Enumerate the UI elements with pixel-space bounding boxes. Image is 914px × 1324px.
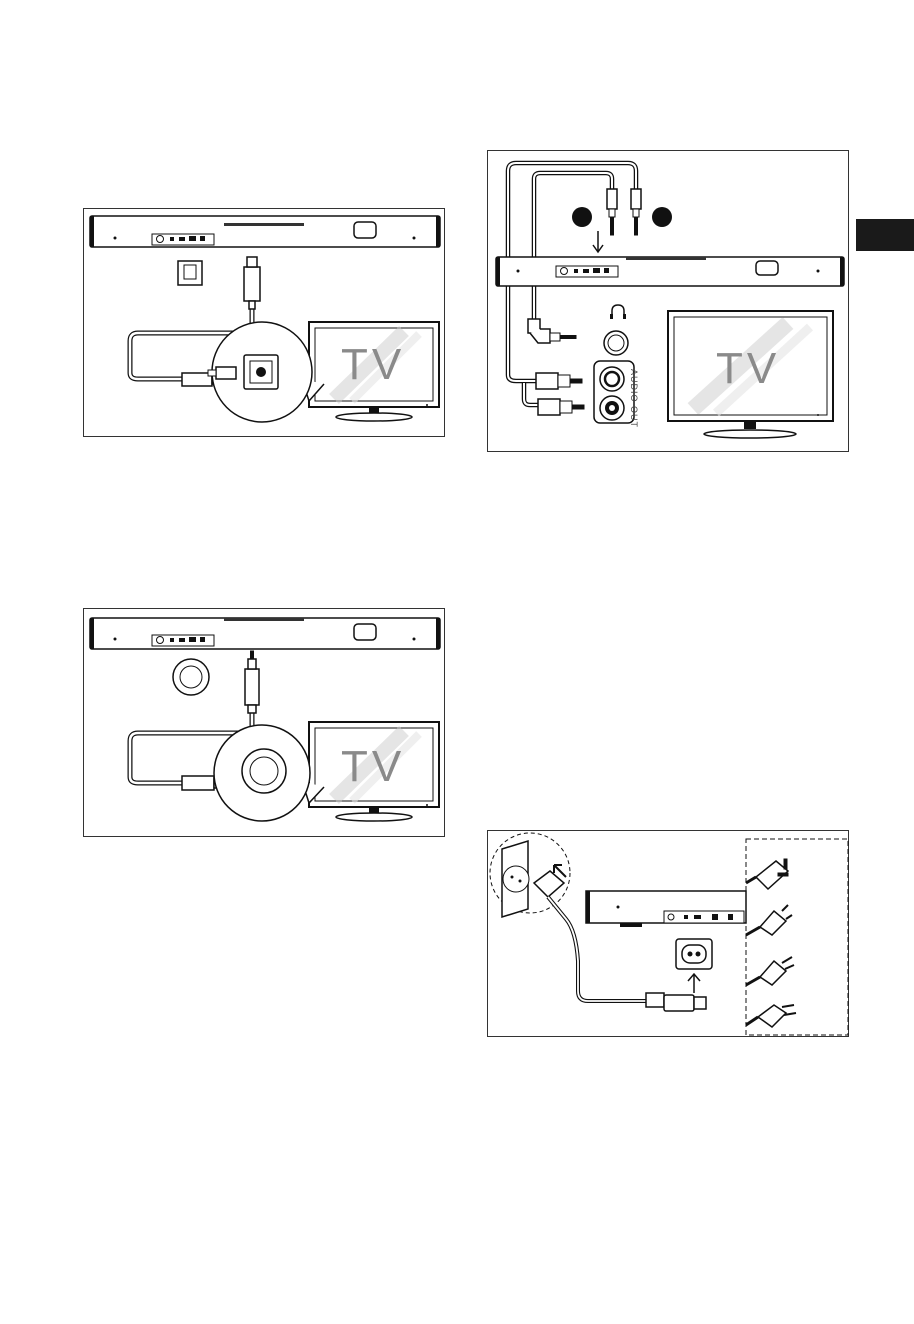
chapter-tab bbox=[856, 219, 914, 251]
plug-variants-box bbox=[746, 839, 848, 1035]
coaxial-port-icon bbox=[173, 659, 209, 695]
tv-label: TV bbox=[341, 742, 405, 791]
uk-plug-icon bbox=[746, 859, 788, 889]
soundbar bbox=[586, 891, 746, 927]
au-plug-icon bbox=[746, 905, 792, 935]
magnified-optical-port bbox=[208, 322, 324, 422]
us-plug-icon bbox=[746, 1005, 796, 1027]
soundbar bbox=[496, 257, 844, 286]
audio-out-jacks bbox=[594, 361, 634, 423]
step-marker bbox=[652, 207, 672, 227]
arrow-up-icon bbox=[688, 974, 700, 993]
tv-label: TV bbox=[341, 340, 405, 389]
power-cord-connector bbox=[646, 993, 706, 1011]
power-socket bbox=[676, 939, 712, 969]
rca-plugs bbox=[536, 373, 584, 415]
angled-aux-plug bbox=[528, 319, 576, 343]
coaxial-connection-diagram: TV bbox=[83, 608, 445, 837]
optical-port-icon bbox=[178, 261, 202, 285]
step-marker bbox=[572, 207, 592, 227]
tv-label: TV bbox=[716, 344, 780, 393]
headphone-icon bbox=[612, 305, 624, 317]
soundbar bbox=[90, 618, 440, 649]
aux-plugs bbox=[607, 189, 641, 235]
aux-connection-diagram: AUDIO OUT TV bbox=[487, 150, 849, 452]
magnified-coaxial-port bbox=[214, 725, 324, 821]
audio-out-label: AUDIO OUT bbox=[629, 369, 639, 428]
wall-outlet bbox=[502, 841, 529, 917]
eu-plug-icon bbox=[746, 957, 794, 985]
optical-connection-diagram: TV bbox=[83, 208, 445, 437]
soundbar bbox=[90, 216, 440, 247]
power-connection-diagram bbox=[487, 830, 849, 1037]
arrow-down-icon bbox=[593, 231, 603, 252]
